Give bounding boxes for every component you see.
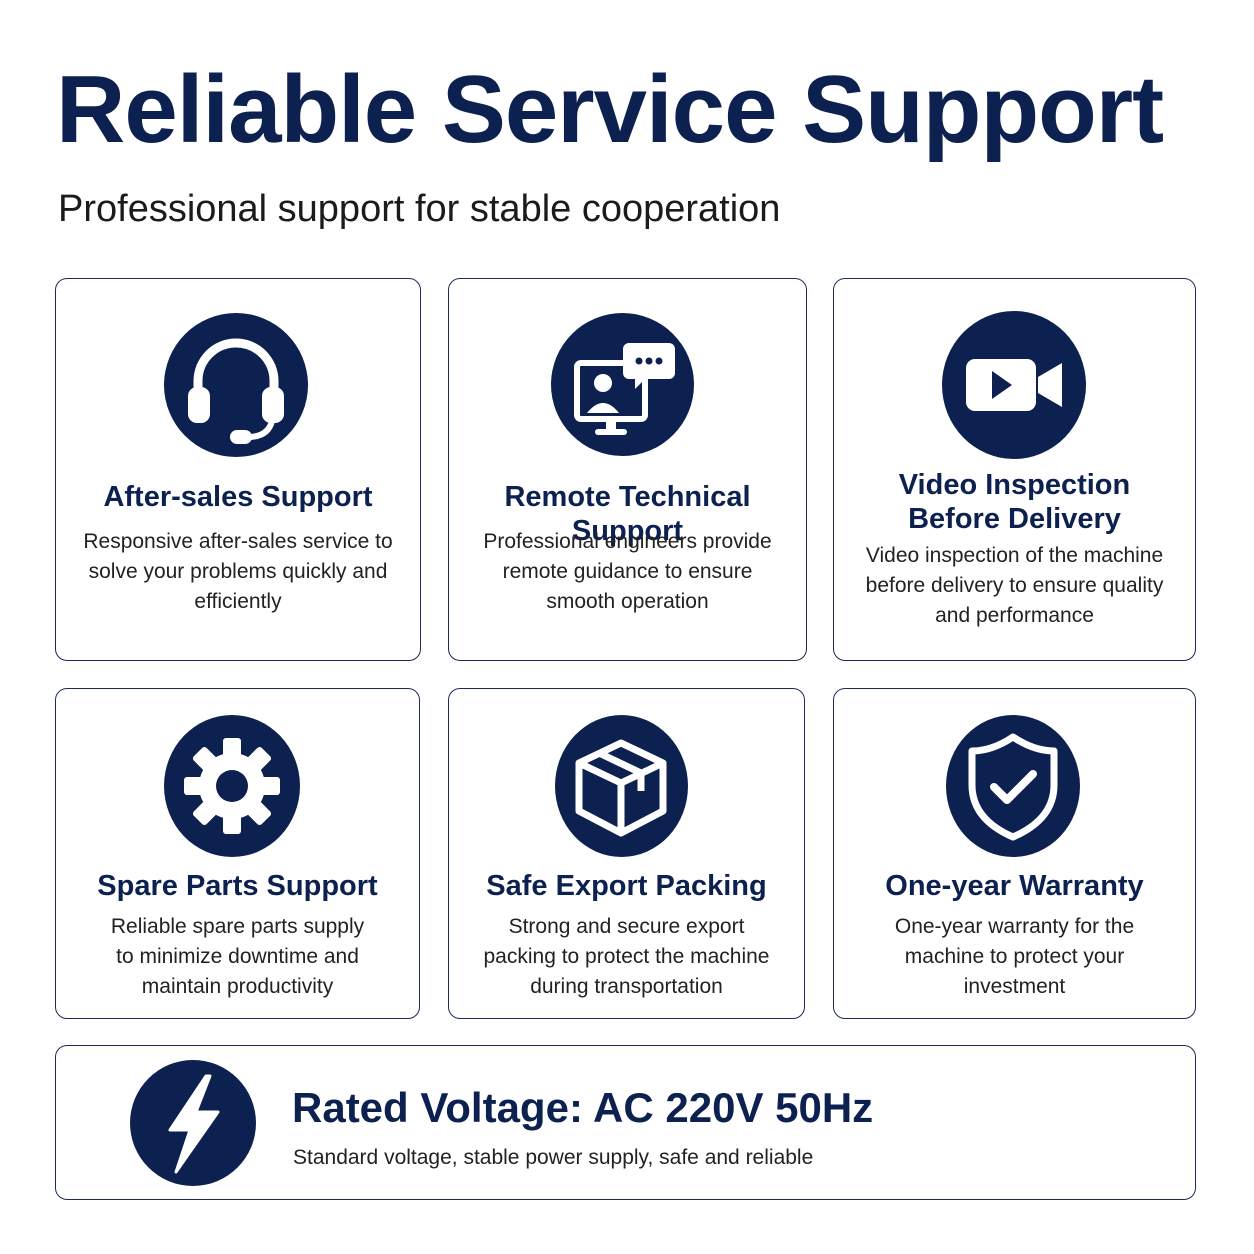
card-remote-support: Remote Technical Support Professional en… [448,278,807,661]
card-description: Responsive after-sales service to solve … [83,530,393,613]
gear-icon [164,715,300,857]
card-warranty: One-year Warranty One-year warranty for … [833,688,1196,1019]
card-spare-parts: Spare Parts Support Reliable spare parts… [55,688,420,1019]
voltage-description: Standard voltage, stable power supply, s… [293,1146,814,1169]
card-description: Reliable spare parts supply to minimize … [110,915,365,998]
card-after-sales: After-sales Support Responsive after-sal… [55,278,421,661]
video-camera-icon [942,311,1086,459]
shield-check-icon [946,715,1080,857]
package-box-icon [555,715,688,857]
card-title: One-year Warranty [885,870,1144,902]
card-title: Spare Parts Support [97,870,378,902]
card-title: Video Inspection Before Delivery [898,469,1131,535]
headset-icon [164,313,308,457]
card-description: Strong and secure export packing to prot… [483,915,770,998]
card-description: Video inspection of the machine before d… [865,544,1164,627]
page-subtitle: Professional support for stable cooperat… [58,188,781,230]
card-video-inspection: Video Inspection Before Delivery Video i… [833,278,1196,661]
card-description: One-year warranty for the machine to pro… [894,915,1135,998]
card-title: Safe Export Packing [486,870,767,902]
card-export-packing: Safe Export Packing Strong and secure ex… [448,688,805,1019]
card-description: Professional engineers provide remote gu… [483,530,772,613]
lightning-bolt-icon [130,1060,256,1186]
card-title: After-sales Support [103,481,373,513]
remote-support-icon [551,313,694,456]
card-title: Remote Technical Support [504,481,751,547]
voltage-title: Rated Voltage: AC 220V 50Hz [292,1084,874,1131]
page-title: Reliable Service Support [56,56,1164,163]
